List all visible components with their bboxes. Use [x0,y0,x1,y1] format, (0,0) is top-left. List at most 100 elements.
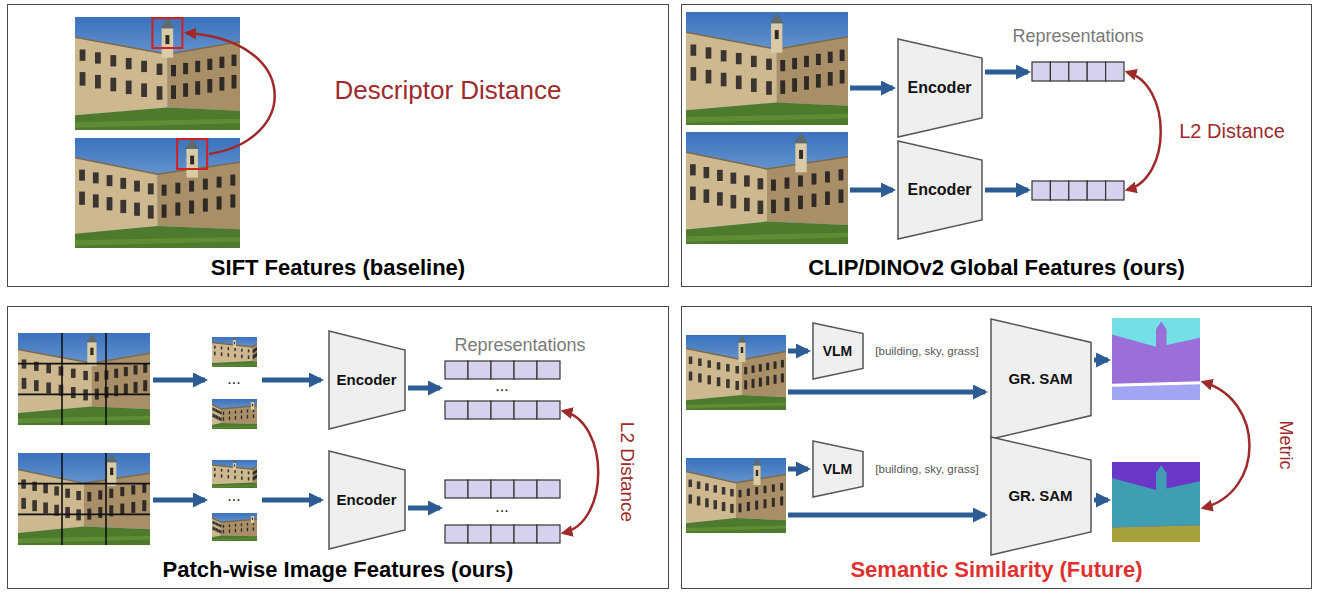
window [766,59,772,70]
window [816,54,821,65]
window [254,471,255,474]
panel-title: CLIP/DINOv2 Global Features (ours) [808,255,1185,281]
vector-cell [537,480,560,498]
window [124,367,128,376]
window [254,349,255,352]
window [241,410,242,413]
window [744,198,750,211]
building-photo [212,399,257,429]
ellipsis: ... [227,370,240,388]
window [247,523,248,526]
window [744,175,750,186]
vector-cell [514,401,537,419]
window [120,200,126,213]
window [218,524,220,527]
window [255,353,256,357]
window [183,83,188,97]
window [706,70,712,84]
window [235,524,236,527]
vector-cell [468,361,491,379]
tower [771,23,782,52]
window [731,195,737,208]
window [157,86,163,100]
flow-arrow [788,349,808,354]
window [714,485,718,493]
window [780,483,783,491]
window [228,353,230,357]
window [698,373,702,382]
window [248,355,250,359]
grid-line [105,333,107,425]
module-label: Encoder [907,181,971,199]
window [804,76,809,90]
window [241,476,243,479]
window [721,73,727,87]
tower-window [252,517,253,519]
window [134,203,140,216]
window [217,416,219,420]
window [804,56,809,67]
window [739,503,742,512]
module-label: VLM [823,461,853,477]
window [93,194,99,207]
window [212,527,214,530]
vector-cell [445,525,468,543]
window [706,47,712,58]
window [148,205,154,218]
roof-line [686,472,786,483]
window [744,367,747,375]
window [690,164,696,175]
window [171,85,176,99]
module-label: Encoder [907,79,971,97]
distance-arrow [1203,382,1250,508]
window [751,78,757,92]
window [717,170,723,181]
ellipsis: ... [495,377,508,395]
mask-grass [1112,383,1200,400]
flow-arrow [408,506,440,511]
window [759,378,762,387]
window [755,487,758,495]
window [126,81,132,95]
window [792,78,797,92]
window [241,471,243,474]
flow-arrow [262,498,321,503]
photo-sky [212,337,257,367]
tower-window [110,468,113,475]
tower [795,143,806,172]
window [215,528,217,531]
window [80,72,86,86]
window [253,355,254,359]
window [143,364,147,373]
window [812,194,817,207]
module-label: GR. SAM [1008,487,1072,504]
window [43,484,48,493]
window [195,61,200,72]
flow-arrow [850,188,893,193]
window [772,484,775,492]
vector-cell [537,401,560,419]
window [247,415,248,419]
grid-line [18,514,150,516]
window [212,521,214,524]
module-trapezoid: Encoder [897,38,983,138]
window [253,349,254,352]
roof-line [686,152,848,169]
tower-roof [753,459,762,466]
window [212,408,214,411]
window [120,504,124,515]
flow-arrow [850,86,893,91]
window [766,363,769,371]
tower [754,466,761,486]
window [34,380,39,391]
representation-label: Representations [1012,27,1143,47]
window [131,485,135,494]
photo-sky [686,12,848,125]
window [690,187,696,200]
window [253,350,254,353]
window [230,194,235,207]
photo-grass [212,535,257,541]
distance-arrow [563,411,598,533]
window [217,529,219,532]
